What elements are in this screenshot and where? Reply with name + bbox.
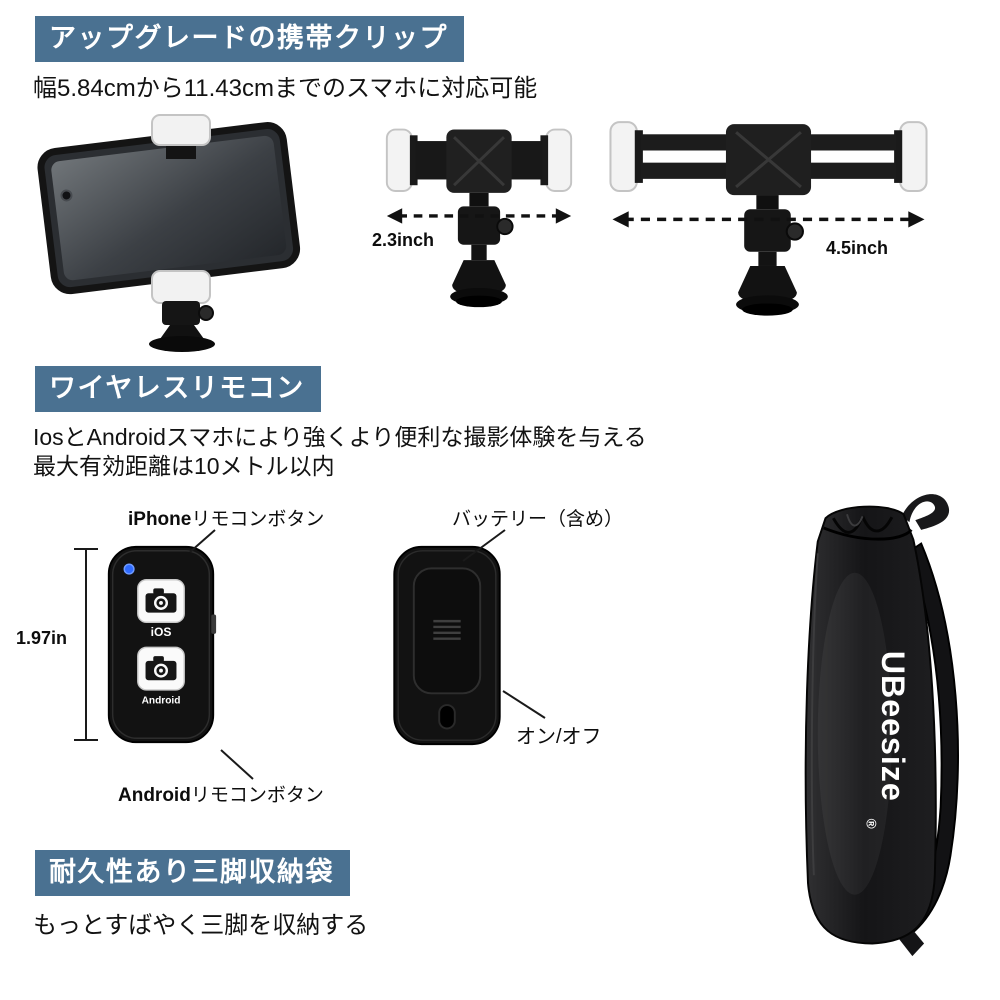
- height-dimension-line: [74, 548, 98, 741]
- max-width-label: 4.5inch: [826, 238, 889, 258]
- bag-cinch: [823, 526, 913, 541]
- phone: [37, 122, 301, 295]
- thumb-screw: [496, 217, 514, 236]
- bag-handle-loop: [901, 494, 950, 530]
- onoff-label: オン/オフ: [516, 726, 602, 748]
- battery-door-grip: [433, 619, 461, 640]
- section-bag-subtitle: もっとすばやく三脚を収納する: [33, 912, 369, 939]
- clip-narrow-photo: [385, 128, 573, 308]
- side-button: [211, 614, 217, 634]
- android-button-text: Android: [142, 695, 181, 706]
- remote-desc-line2: 最大有効距離は10メトル以内: [33, 453, 335, 479]
- android-button-label: Androidリモコンボタン: [118, 785, 324, 806]
- clip-knob: [198, 305, 214, 321]
- clip-top-jaw: [151, 114, 211, 146]
- android-shutter-button: Android: [137, 646, 185, 706]
- width-arrow-min: [386, 208, 572, 224]
- bag-brand-text: UBeesize: [875, 651, 911, 802]
- remote-front-photo: iOS Android: [107, 545, 217, 744]
- bag-body: [804, 505, 937, 945]
- clip-bottom-jaw: [151, 270, 211, 304]
- ios-shutter-button: iOS: [137, 579, 185, 639]
- ios-button-text: iOS: [151, 625, 172, 639]
- section-remote-heading: ワイヤレスリモコン: [35, 366, 321, 413]
- section-clip-subtitle: 幅5.84cmから11.43cmまでのスマホに対応可能: [33, 75, 538, 102]
- iphone-button-label: iPhoneリモコンボタン: [128, 509, 325, 530]
- battery-label: バッテリー（含め）: [452, 509, 624, 530]
- phone-in-clip-photo: [37, 114, 301, 352]
- led-indicator: [123, 563, 135, 575]
- lanyard-hole: [438, 704, 456, 730]
- height-dimension-label: 1.97in: [16, 628, 68, 648]
- phone-camera-dot: [60, 189, 73, 202]
- clip-wide-photo: [609, 121, 928, 316]
- clip-bracket: [162, 301, 200, 325]
- battery-door: [412, 567, 482, 695]
- clip-base-foot: [149, 336, 215, 352]
- bag-brand-reg-mark: ®: [864, 819, 879, 829]
- remote-back-photo: [393, 545, 501, 746]
- width-arrow-max: [612, 211, 925, 228]
- section-bag-heading: 耐久性あり三脚収納袋: [35, 850, 350, 897]
- min-width-label: 2.3inch: [372, 230, 435, 250]
- section-clip-heading: アップグレードの携帯クリップ: [35, 16, 464, 63]
- thumb-screw: [785, 222, 804, 241]
- remote-desc-line1: IosとAndroidスマホにより強くより便利な撮影体験を与える: [33, 424, 647, 450]
- tripod-bag-photo: UBeesize ®: [804, 494, 959, 957]
